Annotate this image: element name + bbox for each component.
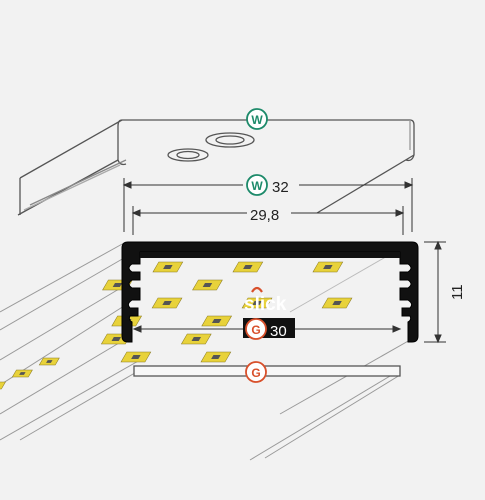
dim-inner-width: 29,8	[250, 207, 279, 224]
led-chip-core	[131, 355, 141, 359]
led-chip-core	[202, 283, 213, 287]
brand-label: slick	[244, 294, 287, 315]
led-chip-core	[332, 301, 342, 305]
led-chip-core	[323, 265, 333, 269]
led-chip-core	[243, 265, 253, 269]
badge-plate-g-label: G	[251, 366, 260, 380]
badge-profile-g: G	[245, 318, 267, 340]
led-chip-core	[19, 372, 26, 375]
led-chip-core	[163, 265, 173, 269]
dim-height: 11	[449, 284, 466, 300]
plate-g	[133, 365, 401, 377]
led-chip-core	[191, 337, 202, 341]
led-chip-core	[211, 319, 222, 323]
cover-diffuser	[17, 119, 415, 216]
led-chip-core	[112, 283, 123, 287]
brand-arc	[251, 286, 263, 293]
led-chip-core	[111, 337, 122, 341]
badge-cover-w: W	[246, 108, 268, 130]
badge-width-w-label: W	[251, 179, 263, 193]
profile-cross-section	[121, 241, 419, 343]
led-chip-core	[162, 301, 172, 305]
led-chip-core	[46, 360, 53, 363]
led-chip	[0, 381, 6, 390]
badge-plate-g: G	[245, 361, 267, 383]
badge-cover-w-label: W	[251, 113, 263, 127]
dim-g-width: 30	[270, 323, 287, 340]
badge-width-w: W	[246, 174, 268, 196]
led-chip-core	[211, 355, 221, 359]
led-chip-core	[252, 301, 262, 305]
dim-cover-width: 32	[272, 179, 289, 196]
badge-profile-g-label: G	[251, 323, 260, 337]
